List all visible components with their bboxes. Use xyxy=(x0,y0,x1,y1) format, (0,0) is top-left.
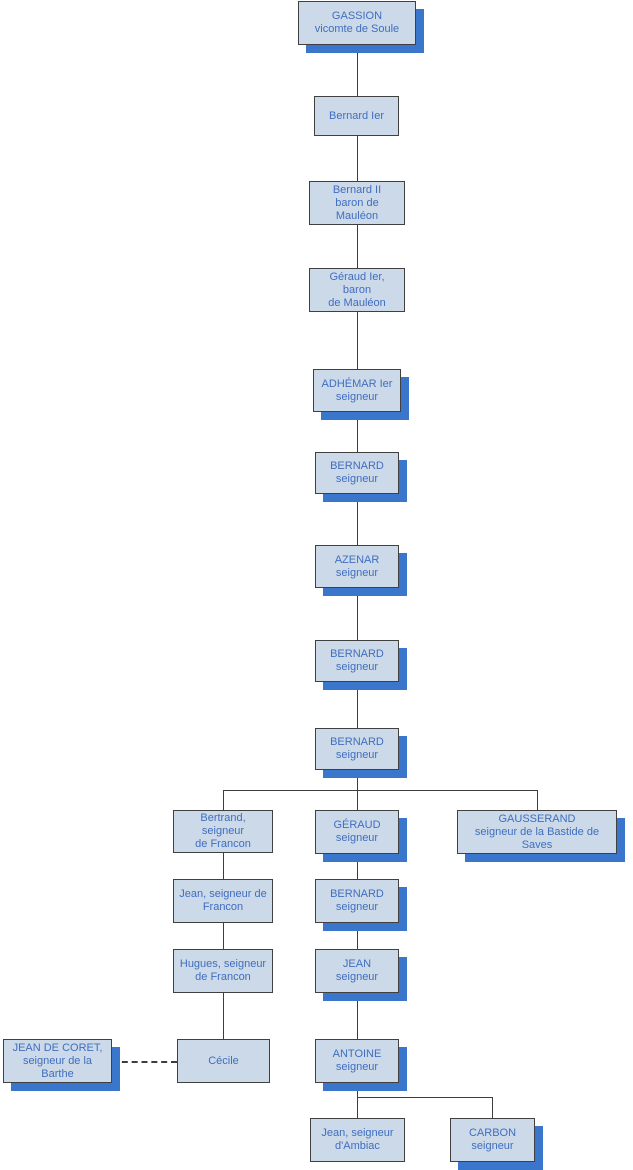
node-label: Cécile xyxy=(208,1054,239,1067)
node-label: BERNARD seigneur xyxy=(330,648,384,673)
edge-bernard3-crossbar xyxy=(223,790,538,791)
node-hugues-francon[interactable]: Hugues, seigneur de Francon xyxy=(173,949,273,993)
node-azenar[interactable]: AZENAR seigneur xyxy=(315,545,399,588)
node-label: GAUSSERAND seigneur de la Bastide de Sav… xyxy=(474,812,600,851)
node-label: GÉRAUD seigneur xyxy=(333,819,381,844)
node-geraud-ier[interactable]: Géraud Ier, baron de Mauléon xyxy=(309,268,405,312)
node-label: BERNARD seigneur xyxy=(330,888,384,913)
node-label: ANTOINE seigneur xyxy=(332,1048,382,1073)
node-label: JEAN DE CORET, seigneur de la Barthe xyxy=(12,1041,103,1080)
edge-geraud-ier-adhemar xyxy=(357,312,358,369)
node-bernard-2[interactable]: BERNARD seigneur xyxy=(315,640,399,682)
node-bernard-4[interactable]: BERNARD seigneur xyxy=(315,879,399,923)
node-label: Géraud Ier, baron de Mauléon xyxy=(328,270,386,309)
node-gassion[interactable]: GASSION vicomte de Soule xyxy=(298,1,416,45)
node-bernard-ii[interactable]: Bernard II baron de Mauléon xyxy=(309,181,405,225)
node-gausserand[interactable]: GAUSSERAND seigneur de la Bastide de Sav… xyxy=(457,810,617,854)
edge-adhemar-bernard1 xyxy=(357,412,358,452)
node-label: Bertrand, seigneur de Francon xyxy=(195,812,251,850)
edge-geraud-bernard4 xyxy=(357,854,358,879)
node-label: BERNARD seigneur xyxy=(330,460,384,485)
edge-crossbar-to-bertrand xyxy=(223,790,224,810)
edge-crossbar-to-geraud xyxy=(357,790,358,810)
edge-bernard-ii-geraud-ier xyxy=(357,225,358,268)
edge-crossbar-to-carbon xyxy=(492,1097,493,1118)
node-jean-ambiac[interactable]: Jean, seigneur d'Ambiac xyxy=(310,1118,405,1162)
edge-bernard2-bernard3 xyxy=(357,682,358,728)
node-jean-francon[interactable]: Jean, seigneur de Francon xyxy=(173,879,273,923)
edge-antoine-crossbar xyxy=(357,1097,493,1098)
node-bernard-3[interactable]: BERNARD seigneur xyxy=(315,728,399,770)
node-label: CARBON seigneur xyxy=(468,1127,517,1152)
node-label: Jean, seigneur de Francon xyxy=(179,888,267,913)
node-cecile[interactable]: Cécile xyxy=(177,1039,270,1083)
edge-bernard3-stem xyxy=(357,770,358,791)
edge-bernard-ier-bernard-ii xyxy=(357,136,358,181)
edge-jean-antoine xyxy=(357,993,358,1039)
node-bertrand-francon[interactable]: Bertrand, seigneur de Francon xyxy=(173,810,273,853)
node-geraud-seigneur[interactable]: GÉRAUD seigneur xyxy=(315,810,399,854)
node-bernard-1[interactable]: BERNARD seigneur xyxy=(315,452,399,494)
node-label: Jean, seigneur d'Ambiac xyxy=(321,1127,394,1152)
node-label: Bernard Ier xyxy=(328,109,385,122)
node-antoine[interactable]: ANTOINE seigneur xyxy=(315,1039,399,1083)
node-label: AZENAR seigneur xyxy=(334,553,380,579)
node-bernard-ier[interactable]: Bernard Ier xyxy=(314,96,399,136)
edge-bernard1-azenar xyxy=(357,494,358,545)
node-label: JEAN seigneur xyxy=(335,958,379,983)
edge-crossbar-to-gausserand xyxy=(537,790,538,810)
node-jean-seigneur[interactable]: JEAN seigneur xyxy=(315,949,399,993)
node-label: Bernard II baron de Mauléon xyxy=(332,183,382,222)
edge-marriage-jean-coret-cecile xyxy=(112,1061,177,1063)
node-jean-de-coret[interactable]: JEAN DE CORET, seigneur de la Barthe xyxy=(3,1039,112,1083)
edge-bertrand-jean-francon xyxy=(223,853,224,879)
node-label: GASSION vicomte de Soule xyxy=(314,10,400,35)
node-label: Hugues, seigneur de Francon xyxy=(179,958,267,983)
node-label: ADHÉMAR Ier seigneur xyxy=(321,377,393,403)
edge-jean-francon-hugues xyxy=(223,923,224,949)
edge-bernard4-jean xyxy=(357,923,358,949)
node-label: BERNARD seigneur xyxy=(330,736,384,761)
edge-crossbar-to-jean-ambiac xyxy=(357,1097,358,1118)
edge-hugues-cecile xyxy=(223,993,224,1039)
node-adhemar-ier[interactable]: ADHÉMAR Ier seigneur xyxy=(313,369,401,412)
edge-azenar-bernard2 xyxy=(357,588,358,640)
node-carbon[interactable]: CARBON seigneur xyxy=(450,1118,535,1162)
edge-gassion-bernard-ier xyxy=(357,45,358,96)
